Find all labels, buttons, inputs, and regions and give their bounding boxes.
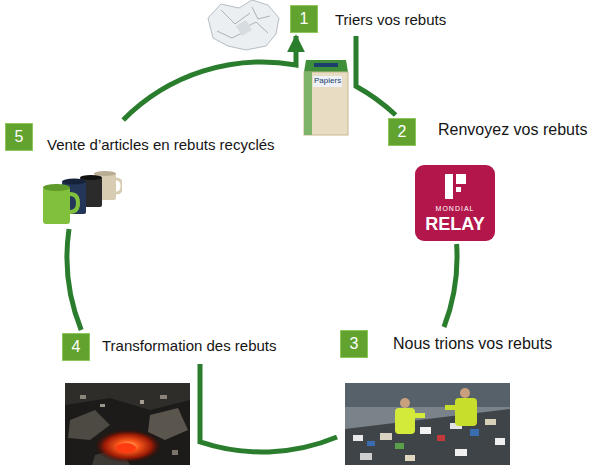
sorting-photo-part [353, 435, 363, 441]
sorting-photo-part [485, 419, 496, 425]
sorting-photo-part [367, 441, 375, 446]
sorting-photo-part [470, 429, 479, 436]
furnace-photo-part [100, 404, 105, 407]
furnace-photo-part [65, 383, 190, 465]
bin-label: Papiers [313, 76, 342, 87]
sorting-photo-part [395, 408, 415, 434]
step-number-box: 4 [62, 333, 90, 361]
cycle-arc [67, 229, 81, 330]
sorting-photo-part [420, 427, 431, 434]
step-caption: Transformation des rebuts [102, 337, 277, 354]
mugs-picture-part [80, 175, 102, 180]
relay-glyph-part [445, 174, 453, 199]
crumpled-paper-part [208, 0, 279, 50]
sorting-photo-part [455, 449, 467, 456]
furnace-photo [65, 383, 190, 465]
sorting-photo [345, 383, 510, 465]
logo-text: RELAY [415, 215, 495, 235]
mugs-picture-part [70, 194, 78, 212]
step-caption-box: Triers vos rebuts [335, 11, 446, 30]
relay-glyph-part [456, 174, 466, 184]
sorting-photo-part [345, 409, 510, 465]
step-caption-box: Nous trions vos rebuts [393, 334, 552, 354]
sorting-photo-part [400, 398, 410, 408]
step-node: 3 Nous trions vos rebuts [340, 330, 553, 465]
paper-bin-part [304, 60, 348, 72]
mugs-picture-part [62, 179, 86, 185]
paper-bin-part [304, 72, 312, 135]
step-number: 4 [72, 339, 81, 355]
step-number: 1 [300, 11, 309, 27]
cycle-arc [444, 244, 457, 327]
furnace-photo-part [65, 383, 190, 410]
paper-bin-part [314, 63, 338, 67]
crumpled-paper-part [236, 20, 252, 36]
mugs-picture-part [116, 179, 122, 193]
cycle-arc [356, 36, 396, 115]
step-caption: Nous trions vos rebuts [393, 335, 552, 352]
sorting-photo-part [455, 398, 477, 426]
sorting-photo-part [411, 413, 425, 418]
step-caption-box: Renvoyez vos rebuts [438, 120, 587, 140]
sorting-photo-part [437, 435, 445, 441]
mugs-picture-part [43, 184, 70, 191]
step-node: 5 Vente d’articles en rebuts recyclés [5, 123, 275, 226]
step-caption: Vente d’articles en rebuts recyclés [47, 136, 275, 153]
step-number-box: 5 [5, 123, 33, 151]
relay-logo: MONDIAL RELAY [415, 165, 495, 241]
furnace-photo-part [160, 395, 167, 399]
step-number-box: 1 [290, 5, 318, 33]
mugs-picture-part [94, 171, 116, 176]
sorting-photo-part [495, 438, 505, 445]
mugs-picture [40, 170, 122, 226]
step-node: 2 Renvoyez vos rebuts MONDIAL RELAY [388, 118, 588, 241]
sorting-photo-part [360, 453, 372, 460]
step-number-box: 2 [388, 118, 416, 146]
mugs-picture-part [43, 187, 70, 224]
step-caption-box: Vente d’articles en rebuts recyclés [47, 136, 275, 155]
sorting-photo-part [380, 433, 392, 440]
furnace-photo-part [116, 443, 136, 453]
sorting-photo-part [395, 443, 404, 449]
paper-bin-part [304, 72, 348, 135]
crumpled-paper [208, 0, 279, 50]
relay-glyph-part [456, 187, 461, 192]
furnace-photo-part [80, 395, 86, 399]
step-node: 4 Transformation des rebuts [62, 333, 277, 361]
sorting-photo-part [445, 405, 457, 410]
crumpled-paper-part [252, 7, 270, 19]
step-number: 5 [15, 129, 24, 145]
step-number-box: 3 [340, 330, 368, 358]
step-node: 1 Triers vos rebuts [290, 5, 447, 33]
sorting-photo-part [460, 388, 470, 398]
step-caption: Renvoyez vos rebuts [438, 121, 587, 138]
paper-bin [304, 60, 348, 135]
furnace-photo-part [94, 429, 162, 463]
step-caption-box: Transformation des rebuts [102, 337, 277, 356]
cycle-arc [200, 364, 337, 452]
sorting-photo-part [405, 455, 415, 461]
cycle-arc [123, 36, 296, 120]
furnace-photo-part [172, 450, 178, 455]
furnace-photo-part [140, 400, 144, 404]
step-number: 2 [398, 124, 407, 140]
logo-text: MONDIAL [415, 205, 495, 213]
step-number: 3 [350, 336, 359, 352]
sorting-photo-part [345, 383, 510, 465]
step-caption: Triers vos rebuts [335, 11, 446, 28]
sorting-photo-part [345, 383, 510, 407]
